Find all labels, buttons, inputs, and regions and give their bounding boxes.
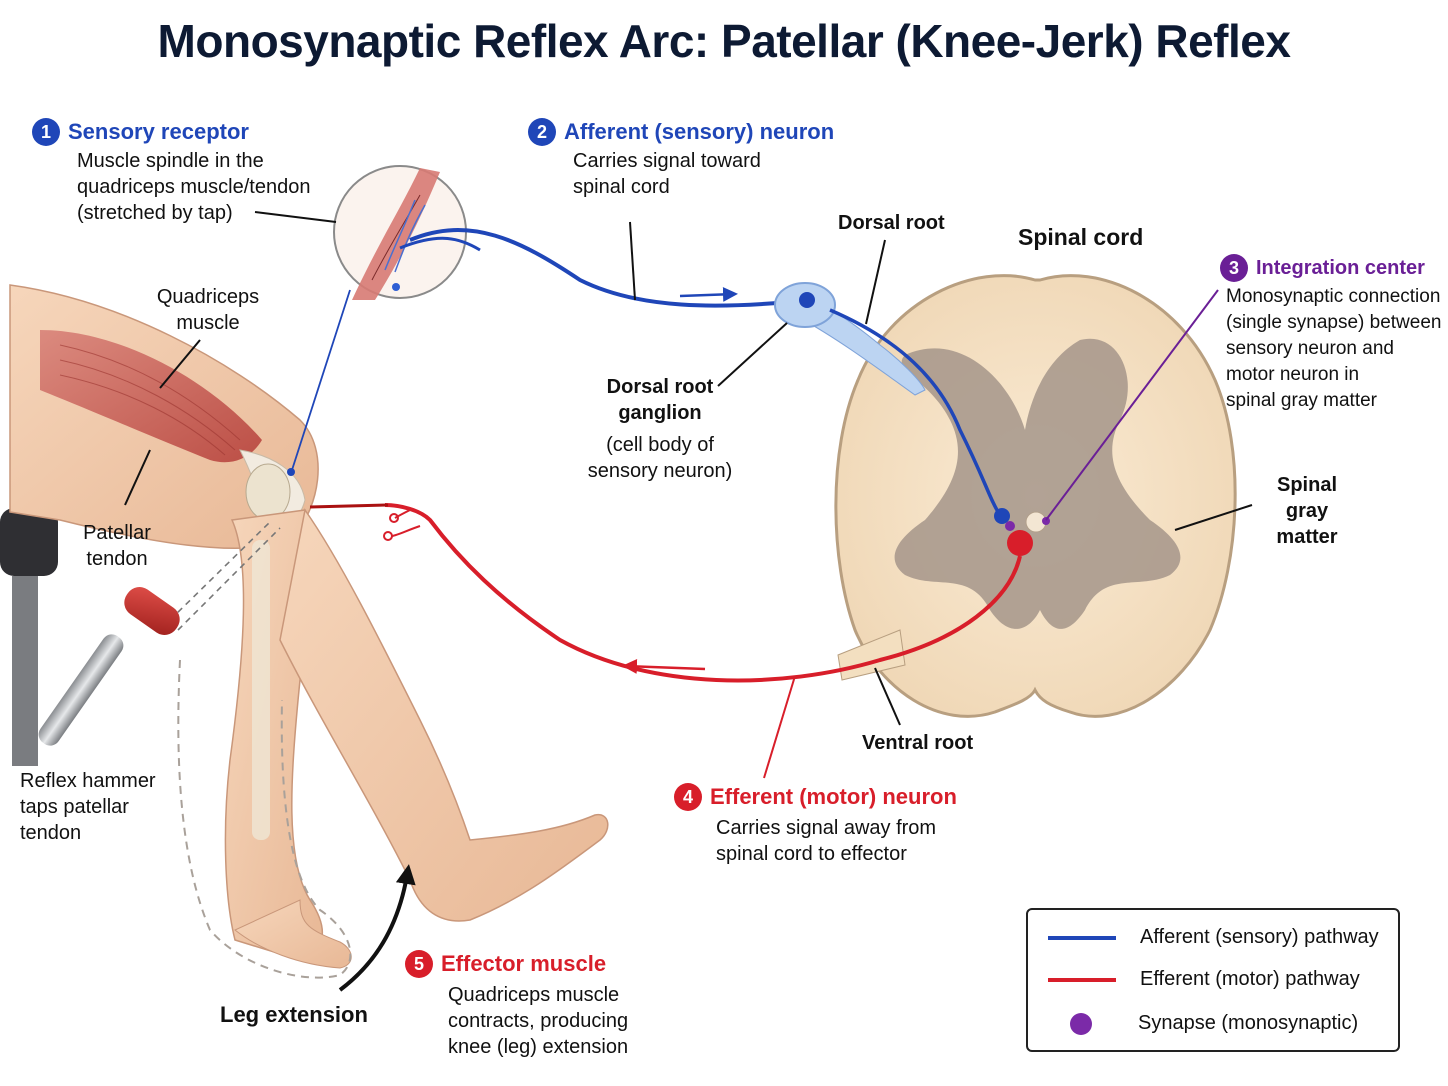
drg-label: Dorsal root ganglion <box>590 374 730 426</box>
step-2-title: Afferent (sensory) neuron <box>564 119 835 144</box>
step-1-line: (stretched by tap) <box>77 202 233 224</box>
step-4-line: Carries signal away from <box>716 817 937 839</box>
chair-seat <box>0 508 58 576</box>
label-line: tendon <box>20 822 82 844</box>
step-4-number: 4 <box>674 783 702 811</box>
step-2-line: Carries signal toward <box>573 150 761 172</box>
synapse-dot <box>1005 521 1015 531</box>
integration-leader <box>1045 289 1219 521</box>
step-2-number: 2 <box>528 118 556 146</box>
label-line: matter <box>1276 526 1338 548</box>
step-3-header: 3 Integration center <box>1220 254 1425 282</box>
label-line: muscle <box>176 312 240 334</box>
tibia <box>252 540 270 840</box>
dorsal-root-label: Dorsal root <box>838 212 945 234</box>
label-line: gray <box>1285 500 1329 522</box>
step-1-number: 1 <box>32 118 60 146</box>
chair <box>0 508 58 766</box>
muscle-fibers <box>59 344 241 456</box>
efferent-flow-arrow <box>622 658 706 674</box>
legend-label: Synapse (monosynaptic) <box>1138 1012 1359 1034</box>
ventral-root-label: Ventral root <box>862 732 974 754</box>
step-5-line: knee (leg) extension <box>448 1036 629 1058</box>
legend: Afferent (sensory) pathway Efferent (mot… <box>1026 908 1400 1052</box>
step-1-line: Muscle spindle in the <box>77 150 264 172</box>
legend-item-synapse: Synapse (monosynaptic) <box>1028 1012 1358 1035</box>
step-5-number: 5 <box>405 950 433 978</box>
legend-label: Efferent (motor) pathway <box>1140 968 1360 990</box>
label-line: tendon <box>86 548 148 570</box>
step-4-title: Efferent (motor) neuron <box>710 784 957 809</box>
leg-extension-label: Leg extension <box>220 1002 368 1027</box>
step-4-line: spinal cord to effector <box>716 843 907 865</box>
step-4-header: 4 Efferent (motor) neuron <box>674 783 957 811</box>
step-2-header: 2 Afferent (sensory) neuron <box>528 118 834 146</box>
gray-matter-shape <box>894 338 1181 629</box>
step-1-description: Muscle spindle in the quadriceps muscle/… <box>77 148 310 226</box>
legend-swatch-afferent <box>1048 935 1116 940</box>
step-3-line: spinal gray matter <box>1226 390 1378 411</box>
label-line: Patellar <box>83 522 151 544</box>
step-3-line: Monosynaptic connection <box>1226 286 1441 307</box>
spinal-cord-label: Spinal cord <box>1018 224 1144 250</box>
leg-extension-arrow <box>338 864 416 992</box>
chair-leg <box>12 576 38 766</box>
step-4-description: Carries signal away from spinal cord to … <box>716 815 936 867</box>
hammer-strike-lines <box>169 519 281 631</box>
efferent-leader <box>763 675 796 779</box>
label-line: ganglion <box>618 402 702 424</box>
label-line: sensory neuron) <box>587 460 733 482</box>
legend-label: Afferent (sensory) pathway <box>1140 926 1379 948</box>
step-3-line: motor neuron in <box>1226 364 1360 385</box>
step-1-line: quadriceps muscle/tendon <box>77 176 311 198</box>
step-5-line: contracts, producing <box>448 1010 629 1032</box>
step-2-description: Carries signal toward spinal cord <box>573 148 761 200</box>
patella <box>245 463 291 521</box>
patellar-tendon-label: Patellar tendon <box>62 520 172 572</box>
reflex-hammer-shape <box>38 587 180 746</box>
step-3-description: Monosynaptic connection (single synapse)… <box>1226 284 1441 414</box>
label-line: (cell body of <box>606 434 714 456</box>
label-line: Spinal <box>1276 474 1337 496</box>
step-1-title: Sensory receptor <box>68 119 249 144</box>
afferent-path <box>409 228 791 308</box>
step-5-line: Quadriceps muscle <box>448 984 620 1006</box>
label-line: Quadriceps <box>156 286 260 308</box>
reflex-hammer-label: Reflex hammer taps patellar tendon <box>20 768 156 846</box>
spinal-gray-matter-label: Spinal gray matter <box>1262 472 1352 550</box>
legend-swatch-synapse <box>1070 1012 1092 1035</box>
legend-item-afferent: Afferent (sensory) pathway <box>1028 926 1379 949</box>
extended-leg <box>279 508 609 922</box>
label-line: Dorsal root <box>606 376 714 398</box>
label-line: Reflex hammer <box>20 770 156 792</box>
drg-note: (cell body of sensory neuron) <box>580 432 740 484</box>
legend-swatch-efferent <box>1048 977 1116 982</box>
step-3-line: (single synapse) between <box>1226 312 1442 333</box>
quadriceps-muscle-shape <box>40 330 262 463</box>
afferent-flow-arrow <box>679 286 738 302</box>
step-5-header: 5 Effector muscle <box>405 950 606 978</box>
step-3-number: 3 <box>1220 254 1248 282</box>
step-5-title: Effector muscle <box>441 951 607 976</box>
quadriceps-muscle-label: Quadriceps muscle <box>138 284 278 336</box>
label-line: taps patellar <box>20 796 129 818</box>
inset-pointer <box>291 289 351 471</box>
step-2-line: spinal cord <box>573 176 670 198</box>
muscle-spindle-inset <box>333 165 467 300</box>
step-5-description: Quadriceps muscle contracts, producing k… <box>448 982 628 1060</box>
leader-lines <box>124 211 1253 726</box>
legend-item-efferent: Efferent (motor) pathway <box>1028 968 1360 991</box>
step-3-line: sensory neuron and <box>1226 338 1394 359</box>
page-title: Monosynaptic Reflex Arc: Patellar (Knee-… <box>157 15 1291 67</box>
motor-neuron-cell <box>1007 530 1033 556</box>
step-3-title: Integration center <box>1256 256 1425 279</box>
step-1-header: 1 Sensory receptor <box>32 118 249 146</box>
